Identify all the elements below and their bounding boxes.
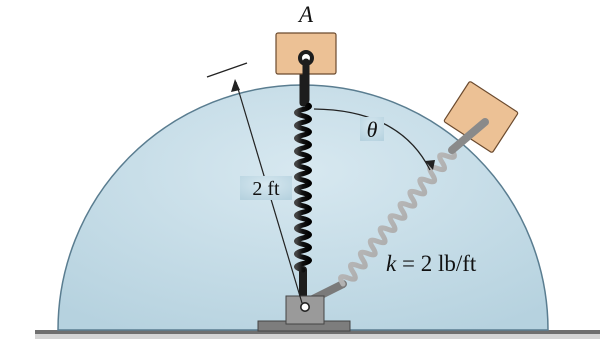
spring-constant-variable: k xyxy=(386,251,397,276)
ground-line xyxy=(35,330,600,334)
angle-arrowhead xyxy=(425,160,435,170)
pin-icon xyxy=(299,301,310,312)
radius-label: 2 ft xyxy=(252,178,280,200)
point-a-label: A xyxy=(297,2,314,27)
radius-tick xyxy=(206,62,248,78)
ground-shadow xyxy=(35,334,600,339)
angle-arc xyxy=(313,108,431,171)
radius-label-bg xyxy=(240,176,292,200)
angle-label: θ xyxy=(367,117,378,142)
spring-constant-value: = 2 lb/ft xyxy=(396,251,477,276)
radius-arrowhead xyxy=(231,79,240,92)
spring-constant-label: k = 2 lb/ft xyxy=(386,251,477,276)
angle-label-bg xyxy=(360,117,384,141)
